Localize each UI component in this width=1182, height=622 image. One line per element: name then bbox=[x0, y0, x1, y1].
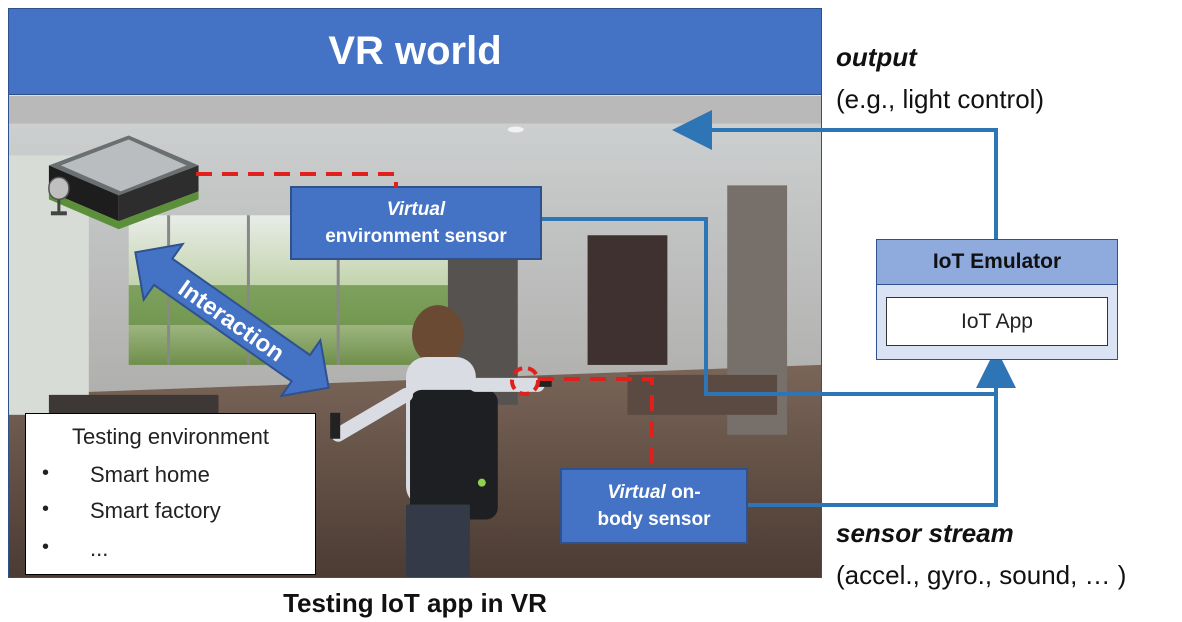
bullet-icon: • bbox=[42, 462, 50, 484]
env-sensor-line2: environment sensor bbox=[325, 226, 507, 247]
testing-env-item: ... bbox=[90, 536, 109, 561]
figure-caption: Testing IoT app in VR bbox=[283, 588, 547, 618]
list-item: • Smart home bbox=[26, 462, 315, 492]
iot-emulator-box: IoT Emulator IoT App bbox=[876, 239, 1118, 360]
bullet-icon: • bbox=[42, 536, 50, 558]
sensor-device-icon bbox=[48, 135, 199, 230]
list-item: • ... bbox=[26, 536, 315, 566]
bullet-icon: • bbox=[42, 498, 50, 520]
testing-env-item: Smart factory bbox=[90, 498, 221, 523]
sensor-stream-title: sensor stream bbox=[836, 518, 1014, 548]
vr-world-title: VR world bbox=[9, 9, 821, 95]
testing-environment-box: Testing environment • Smart home • Smart… bbox=[25, 413, 316, 575]
env-sensor-line1: Virtual bbox=[386, 199, 446, 220]
testing-env-item: Smart home bbox=[90, 462, 210, 487]
iot-emulator-title: IoT Emulator bbox=[877, 240, 1117, 285]
virtual-environment-sensor-box: Virtual environment sensor bbox=[290, 186, 542, 260]
virtual-on-body-sensor-box: Virtual on- body sensor bbox=[560, 468, 748, 544]
testing-environment-title: Testing environment bbox=[72, 424, 269, 449]
body-sensor-line1-italic: Virtual bbox=[607, 482, 666, 503]
body-sensor-line2: body sensor bbox=[597, 509, 711, 530]
iot-app-box: IoT App bbox=[886, 297, 1108, 346]
output-description: (e.g., light control) bbox=[836, 84, 1045, 114]
sensor-stream-description: (accel., gyro., sound, … ) bbox=[836, 560, 1127, 590]
body-sensor-line1-rest: on- bbox=[665, 482, 701, 503]
output-title: output bbox=[836, 42, 917, 72]
list-item: • Smart factory bbox=[26, 498, 315, 528]
